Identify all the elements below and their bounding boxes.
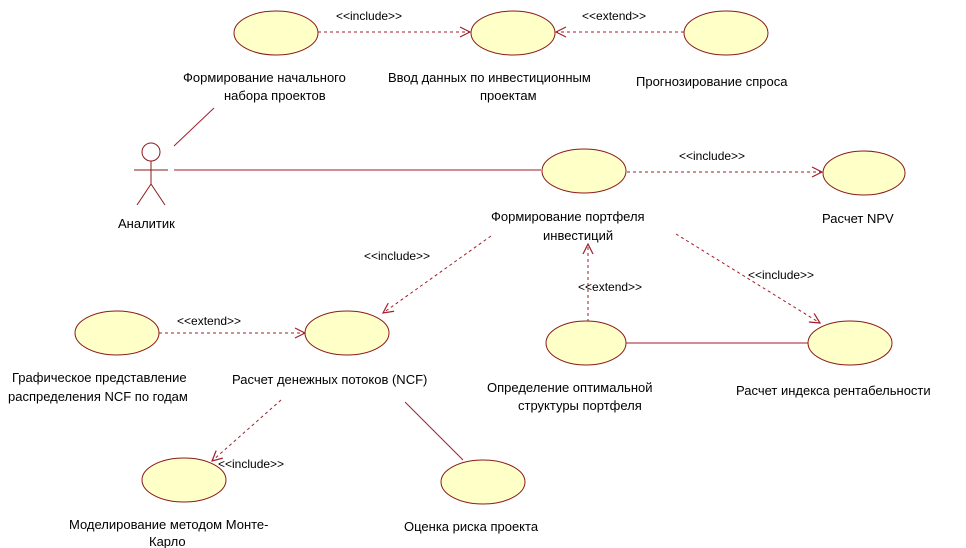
actor-head [141,142,161,162]
include-arrow-portfolio-to-profitability [675,233,820,323]
actor-analyst[interactable]: Аналитик [118,142,175,231]
usecase-label-line: Прогнозирование спроса [636,74,788,89]
usecase-label-line: Моделирование методом Монте- [69,517,269,532]
usecase-data-input[interactable]: Ввод данных по инвестиционным проектам [388,10,591,103]
usecase-ellipse [304,310,390,356]
usecase-label-line: Карло [149,534,186,548]
usecase-monte-carlo[interactable]: Моделирование методом Монте- Карло [69,457,269,548]
usecase-portfolio[interactable]: Формирование портфеля инвестиций [491,148,645,243]
usecase-label-line: Формирование портфеля [491,209,645,224]
usecase-ellipse [541,148,627,194]
include-label-portfolio-to-profitability: <<include>> [748,268,814,282]
usecase-label-line: Определение оптимальной [487,380,653,395]
usecase-label-line: проектам [480,88,537,103]
include-label-portfolio-to-cashflows: <<include>> [364,249,430,263]
actor-name: Аналитик [118,216,175,231]
usecase-cash-flows[interactable]: Расчет денежных потоков (NCF) [232,310,427,387]
include-label-form-to-input: <<include>> [336,9,402,23]
usecase-demand-forecast[interactable]: Прогнозирование спроса [636,10,788,89]
usecase-ellipse [74,310,160,356]
usecase-ellipse [545,320,627,366]
usecase-label-line: Оценка риска проекта [404,519,539,534]
extend-label-graphic-to-cashflows: <<extend>> [177,314,241,328]
extend-label-forecast-to-input: <<extend>> [582,9,646,23]
include-arrow-portfolio-to-cashflows [383,235,492,313]
association-actor-form-initial [173,107,215,147]
usecase-label-line: Расчет денежных потоков (NCF) [232,372,427,387]
usecase-label-line: Формирование начального [183,70,346,85]
usecase-risk[interactable]: Оценка риска проекта [404,459,539,534]
usecase-ellipse [470,10,556,56]
usecase-label-line: инвестиций [543,228,613,243]
usecase-ellipse [807,320,893,366]
actor-right-leg [150,183,166,206]
usecase-label-line: Расчет NPV [822,211,894,226]
usecase-form-initial[interactable]: Формирование начального набора проектов [183,10,346,103]
usecase-label-line: Ввод данных по инвестиционным [388,70,591,85]
usecase-label-line: структуры портфеля [518,398,642,413]
usecase-npv[interactable]: Расчет NPV [822,150,906,226]
usecase-optimal-structure[interactable]: Определение оптимальной структуры портфе… [487,320,653,413]
usecase-label-line: Графическое представление [12,370,187,385]
usecase-label-line: набора проектов [224,88,326,103]
usecase-profitability[interactable]: Расчет индекса рентабельности [736,320,931,398]
usecase-ellipse [141,457,227,503]
usecase-label-line: распределения NCF по годам [8,389,188,404]
usecase-label-line: Расчет индекса рентабельности [736,383,931,398]
actor-left-leg [136,183,152,206]
usecase-graphic[interactable]: Графическое представление распределения … [8,310,188,404]
usecase-ellipse [822,150,906,196]
association-cashflows-risk [404,401,464,461]
include-arrow-cashflows-to-montecarlo [212,399,282,461]
include-label-portfolio-to-npv: <<include>> [679,149,745,163]
include-label-cashflows-to-montecarlo: <<include>> [218,457,284,471]
usecase-ellipse [440,459,526,505]
extend-label-optimal-to-portfolio: <<extend>> [578,280,642,294]
usecase-ellipse [683,10,769,56]
usecase-ellipse [233,10,319,56]
